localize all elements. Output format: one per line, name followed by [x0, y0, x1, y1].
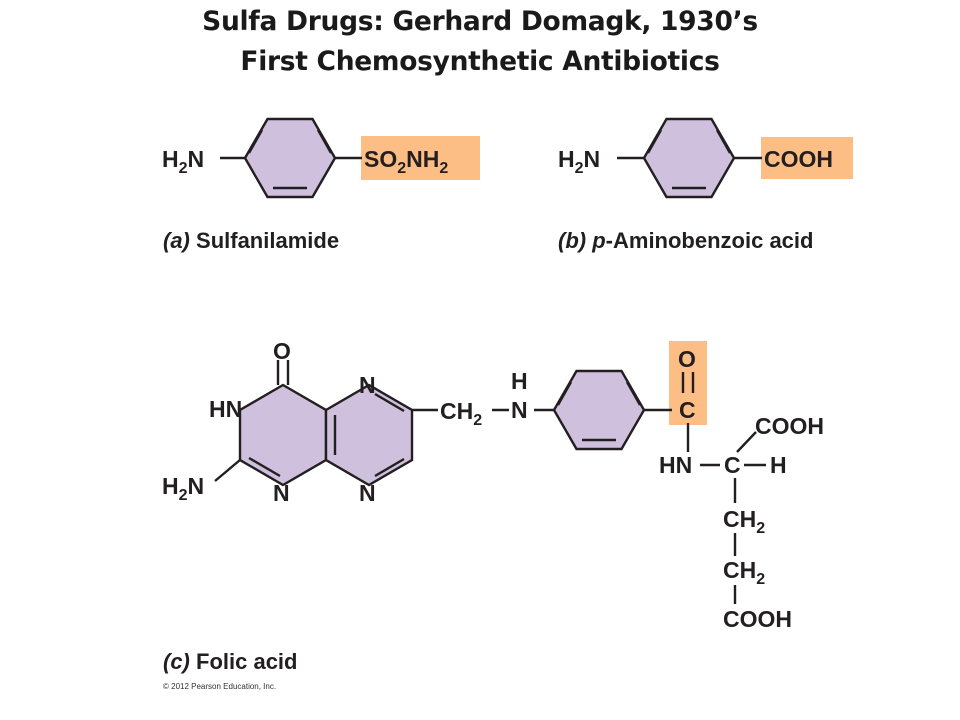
ring-a-inner-bonds — [247, 129, 333, 190]
methylene-b: CH2 — [723, 557, 765, 588]
caption-paba: (b) p-Aminobenzoic acid — [558, 228, 813, 253]
carboxyl-highlight — [761, 137, 853, 179]
amide-hn: HN — [659, 452, 692, 478]
pteridine-hn: HN — [209, 396, 242, 422]
pteridine-n-bottom-left: N — [273, 480, 290, 506]
carbonyl-carbon: C — [679, 397, 696, 423]
bond-c-cooh — [736, 431, 757, 453]
amine-group-c: H2N — [162, 473, 204, 504]
alpha-hydrogen: H — [770, 452, 787, 478]
caption-sulfanilamide: (a) Sulfanilamide — [163, 228, 339, 253]
sulfonamide-group: SO2NH2 — [364, 146, 448, 177]
copyright-notice: © 2012 Pearson Education, Inc. — [163, 682, 276, 691]
benzene-ring-b — [642, 117, 736, 199]
ring-b-inner-bonds — [646, 129, 732, 190]
carbonyl-highlight — [669, 341, 707, 425]
methylene-group: CH2 — [440, 398, 482, 429]
amine-bridge-n: N — [511, 397, 528, 423]
carboxyl-group-b: COOH — [764, 146, 833, 172]
sulfonamide-highlight — [361, 136, 480, 180]
bond-amine-c — [214, 459, 241, 482]
caption-folic-acid: (c) Folic acid — [163, 649, 298, 674]
folic-acid-structure: O HN N N N H2N CH2 H N O C HN C H COOH C… — [162, 338, 824, 674]
ring-c-inner-bonds — [556, 381, 642, 442]
pteridine-inner-bonds — [248, 392, 405, 478]
benzene-ring-a — [243, 117, 337, 199]
methylene-a: CH2 — [723, 506, 765, 537]
carbonyl-oxygen: O — [678, 346, 696, 372]
benzene-ring-c — [552, 369, 646, 451]
amine-group-b: H2N — [558, 146, 600, 177]
amine-bridge-h: H — [511, 368, 528, 394]
pteridine-n-top: N — [359, 372, 376, 398]
pteridine-n-bottom-right: N — [359, 480, 376, 506]
title-line-2: First Chemosynthetic Antibiotics — [240, 46, 720, 77]
sulfanilamide-structure: H2N SO2NH2 (a) Sulfanilamide — [162, 117, 480, 253]
carboxyl-top: COOH — [755, 413, 824, 439]
pteridine-oxygen: O — [273, 338, 291, 364]
carboxyl-bottom: COOH — [723, 606, 792, 632]
pteridine-ring-left — [238, 383, 328, 487]
alpha-carbon: C — [724, 452, 741, 478]
pteridine-ring-right — [324, 383, 414, 487]
slide-title: Sulfa Drugs: Gerhard Domagk, 1930’s Firs… — [0, 2, 960, 82]
amine-group-a: H2N — [162, 146, 204, 177]
title-line-1: Sulfa Drugs: Gerhard Domagk, 1930’s — [202, 6, 758, 37]
paba-structure: H2N COOH (b) p-Aminobenzoic acid — [558, 117, 853, 253]
